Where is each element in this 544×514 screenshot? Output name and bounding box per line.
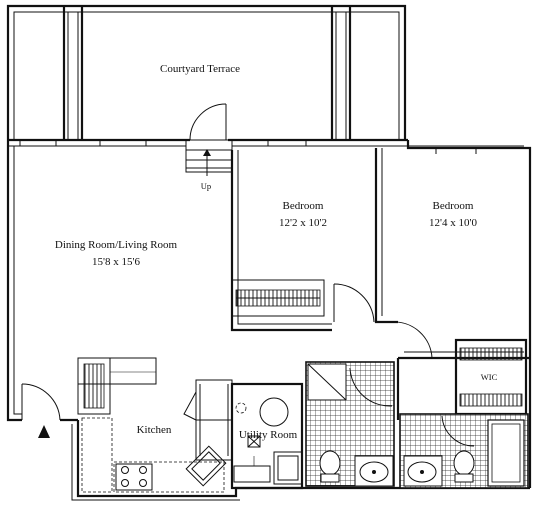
entry-door[interactable] <box>21 383 61 421</box>
bedroom-1-closet <box>231 279 325 317</box>
terrace-label: Courtyard Terrace <box>160 63 240 75</box>
bedroom-2-walls <box>396 351 530 420</box>
wic-label: WIC <box>481 372 498 382</box>
stair-label: Up <box>201 181 211 191</box>
bathroom-1 <box>305 361 395 487</box>
exterior-walls <box>6 138 532 501</box>
window-marks <box>19 140 477 154</box>
wic <box>454 338 528 416</box>
terrace-area <box>6 4 407 140</box>
living-room-label: Dining Room/Living Room <box>55 239 178 251</box>
bathroom-2 <box>399 413 529 489</box>
bedroom-1-door[interactable] <box>333 283 375 323</box>
stair[interactable] <box>185 103 233 176</box>
bedroom-1-walls <box>230 148 398 332</box>
bedroom-2-label: Bedroom <box>433 200 474 212</box>
bedroom-1-size: 12'2 x 10'2 <box>279 217 327 229</box>
kitchen <box>77 357 233 493</box>
stair-up-arrow-icon <box>203 149 211 156</box>
bedroom-1-label: Bedroom <box>283 200 324 212</box>
utility-room-label: Utility Room <box>239 429 298 441</box>
bedroom-2-size: 12'4 x 10'0 <box>429 217 477 229</box>
entry-arrow-icon <box>38 425 50 438</box>
living-room-size: 15'8 x 15'6 <box>92 256 140 268</box>
bedroom-2-door[interactable] <box>391 321 433 359</box>
kitchen-label: Kitchen <box>137 424 172 436</box>
